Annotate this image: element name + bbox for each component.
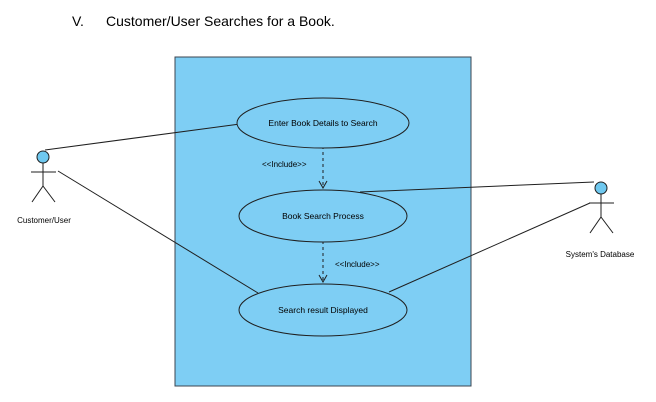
association-database-search-process xyxy=(359,181,595,193)
use-case-enter-details[interactable]: Enter Book Details to Search xyxy=(236,97,410,149)
association-database-result-displayed xyxy=(388,202,591,293)
include-label-1: <<Include>> xyxy=(262,160,307,169)
heading-number: V. xyxy=(72,13,84,29)
actor-database-label: System's Database xyxy=(566,250,635,259)
actor-customer[interactable]: Customer/User xyxy=(17,150,71,225)
association-customer-enter-details xyxy=(44,123,241,151)
use-case-enter-details-label: Enter Book Details to Search xyxy=(268,118,377,128)
actor-database[interactable]: System's Database xyxy=(566,181,635,259)
diagram-heading: V. Customer/User Searches for a Book. xyxy=(72,13,335,29)
use-case-search-process-shape xyxy=(238,189,408,243)
actor-customer-label: Customer/User xyxy=(17,216,71,225)
include-label-2: <<Include>> xyxy=(335,260,380,269)
use-case-search-process-label: Book Search Process xyxy=(282,211,364,221)
heading-title: Customer/User Searches for a Book. xyxy=(106,13,335,29)
stick-figure-icon xyxy=(31,150,56,203)
association-customer-result-displayed xyxy=(57,170,259,294)
use-case-search-process[interactable]: Book Search Process xyxy=(238,189,408,243)
use-case-result-displayed-label: Search result Displayed xyxy=(278,305,368,315)
use-case-result-displayed-shape xyxy=(238,283,408,337)
stick-figure-icon xyxy=(589,181,614,234)
use-case-result-displayed[interactable]: Search result Displayed xyxy=(238,283,408,337)
use-case-enter-details-shape xyxy=(236,97,410,149)
